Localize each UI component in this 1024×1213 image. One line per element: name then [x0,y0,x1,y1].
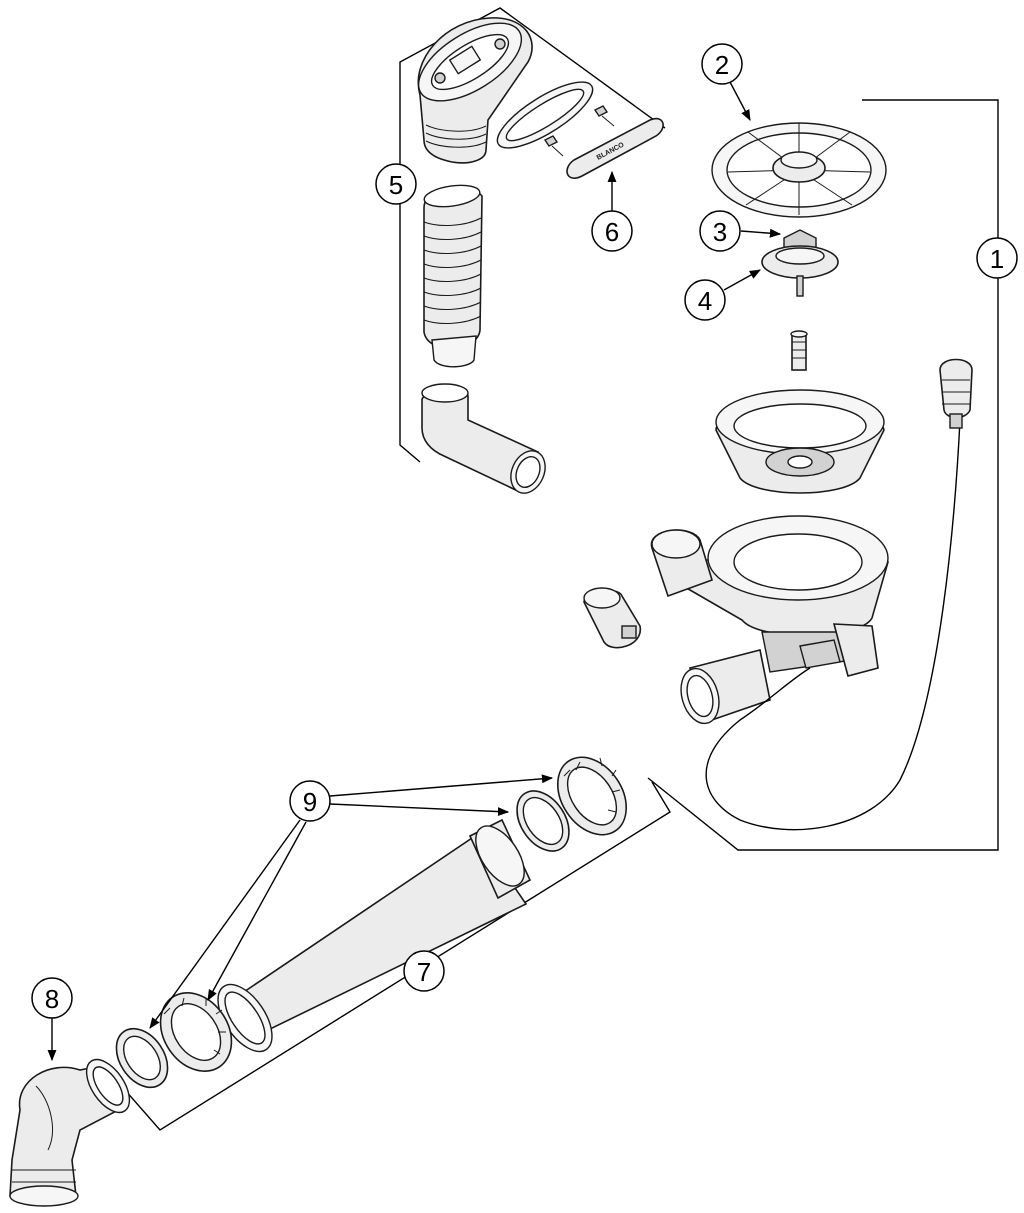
elbow-fitting [9,1058,131,1207]
callout-3: 3 [699,210,741,252]
overflow-elbow-pipe [421,383,546,494]
strainer-basket [715,389,885,494]
strainer-stem-base [761,245,839,297]
slip-ring-lower [115,1027,169,1089]
leader-9b [329,803,510,817]
leader-3 [740,228,782,238]
drain-outlet-pipe [680,649,771,725]
callout-2-label: 2 [715,50,729,80]
callout-1: 1 [976,237,1018,279]
callout-7: 7 [403,950,445,992]
bracket-group-1 [647,99,999,851]
overflow-gasket [496,81,594,149]
callout-2: 2 [701,43,743,85]
leader-2 [729,81,751,121]
overflow-bellows-hose [423,184,483,368]
nut-upper [556,756,628,836]
callout-9-label: 9 [303,787,317,817]
overflow-screws [543,105,615,157]
leader-9c [149,819,301,1029]
callout-6: 6 [591,210,633,252]
callout-9: 9 [289,780,331,822]
nut-lower [159,992,233,1072]
bracket-group-5 [399,7,666,463]
drain-body [650,515,889,677]
strainer-disc [711,122,887,218]
overflow-housing [417,17,533,164]
leader-4 [723,269,761,291]
tailpiece-pipe [217,818,532,1053]
callout-3-label: 3 [713,217,727,247]
overflow-cover: BLANCO [566,117,664,179]
leader-9d [207,821,307,1001]
bowden-cable [705,358,973,831]
basket-screw [790,330,808,371]
callout-5-label: 5 [389,170,403,200]
callout-4-label: 4 [698,286,712,316]
callout-4: 4 [684,279,726,321]
drain-plug [583,587,641,649]
callout-5: 5 [375,163,417,205]
callout-6-label: 6 [605,217,619,247]
leader-9a [329,774,554,797]
callout-8: 8 [31,977,73,1019]
slip-ring-upper [516,790,570,852]
callout-8-label: 8 [45,984,59,1014]
callout-1-label: 1 [990,244,1004,274]
callout-7-label: 7 [417,957,431,987]
